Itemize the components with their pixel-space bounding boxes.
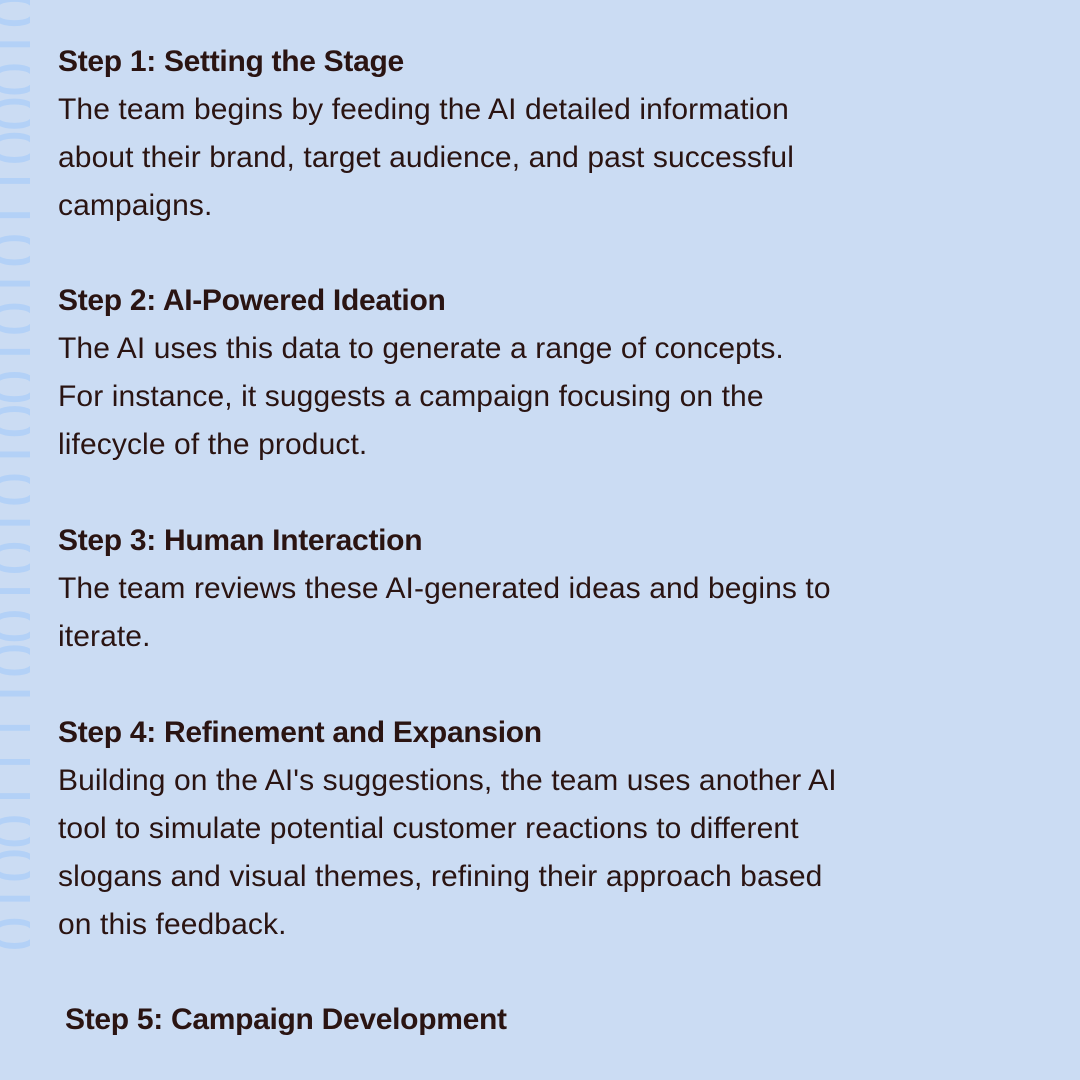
step-4-title: Step 4: Refinement and Expansion [58, 716, 542, 749]
step-2-line: lifecycle of the product. [58, 428, 368, 461]
step-4-line: tool to simulate potential customer reac… [58, 812, 799, 845]
step-3-line: The team reviews these AI-generated idea… [58, 572, 831, 605]
step-3-title: Step 3: Human Interaction [58, 524, 423, 557]
step-2-body: The AI uses this data to generate a rang… [58, 325, 784, 469]
step-2: Step 2: AI-Powered Ideation The AI uses … [58, 277, 784, 469]
step-4-line: Building on the AI's suggestions, the te… [58, 764, 837, 797]
step-1-line: campaigns. [58, 189, 213, 222]
step-1-line: The team begins by feeding the AI detail… [58, 93, 789, 126]
step-5-title: Step 5: Campaign Development [65, 1003, 507, 1036]
step-5: Step 5: Campaign Development [65, 996, 507, 1044]
step-3: Step 3: Human Interaction The team revie… [58, 517, 831, 661]
step-1-title: Step 1: Setting the Stage [58, 45, 404, 78]
binary-decoration-strip: 0100111100101010010101100010 [0, 0, 30, 1080]
step-4: Step 4: Refinement and Expansion Buildin… [58, 709, 837, 949]
step-2-line: For instance, it suggests a campaign foc… [58, 380, 764, 413]
step-1-line: about their brand, target audience, and … [58, 141, 794, 174]
step-1: Step 1: Setting the Stage The team begin… [58, 38, 794, 230]
step-1-body: The team begins by feeding the AI detail… [58, 86, 794, 230]
step-3-body: The team reviews these AI-generated idea… [58, 565, 831, 661]
step-2-title: Step 2: AI-Powered Ideation [58, 284, 446, 317]
step-3-line: iterate. [58, 620, 151, 653]
step-4-body: Building on the AI's suggestions, the te… [58, 757, 837, 949]
step-2-line: The AI uses this data to generate a rang… [58, 332, 784, 365]
binary-digits-text: 0100111100101010010101100010 [0, 0, 30, 953]
step-4-line: on this feedback. [58, 908, 287, 941]
step-4-line: slogans and visual themes, refining thei… [58, 860, 823, 893]
